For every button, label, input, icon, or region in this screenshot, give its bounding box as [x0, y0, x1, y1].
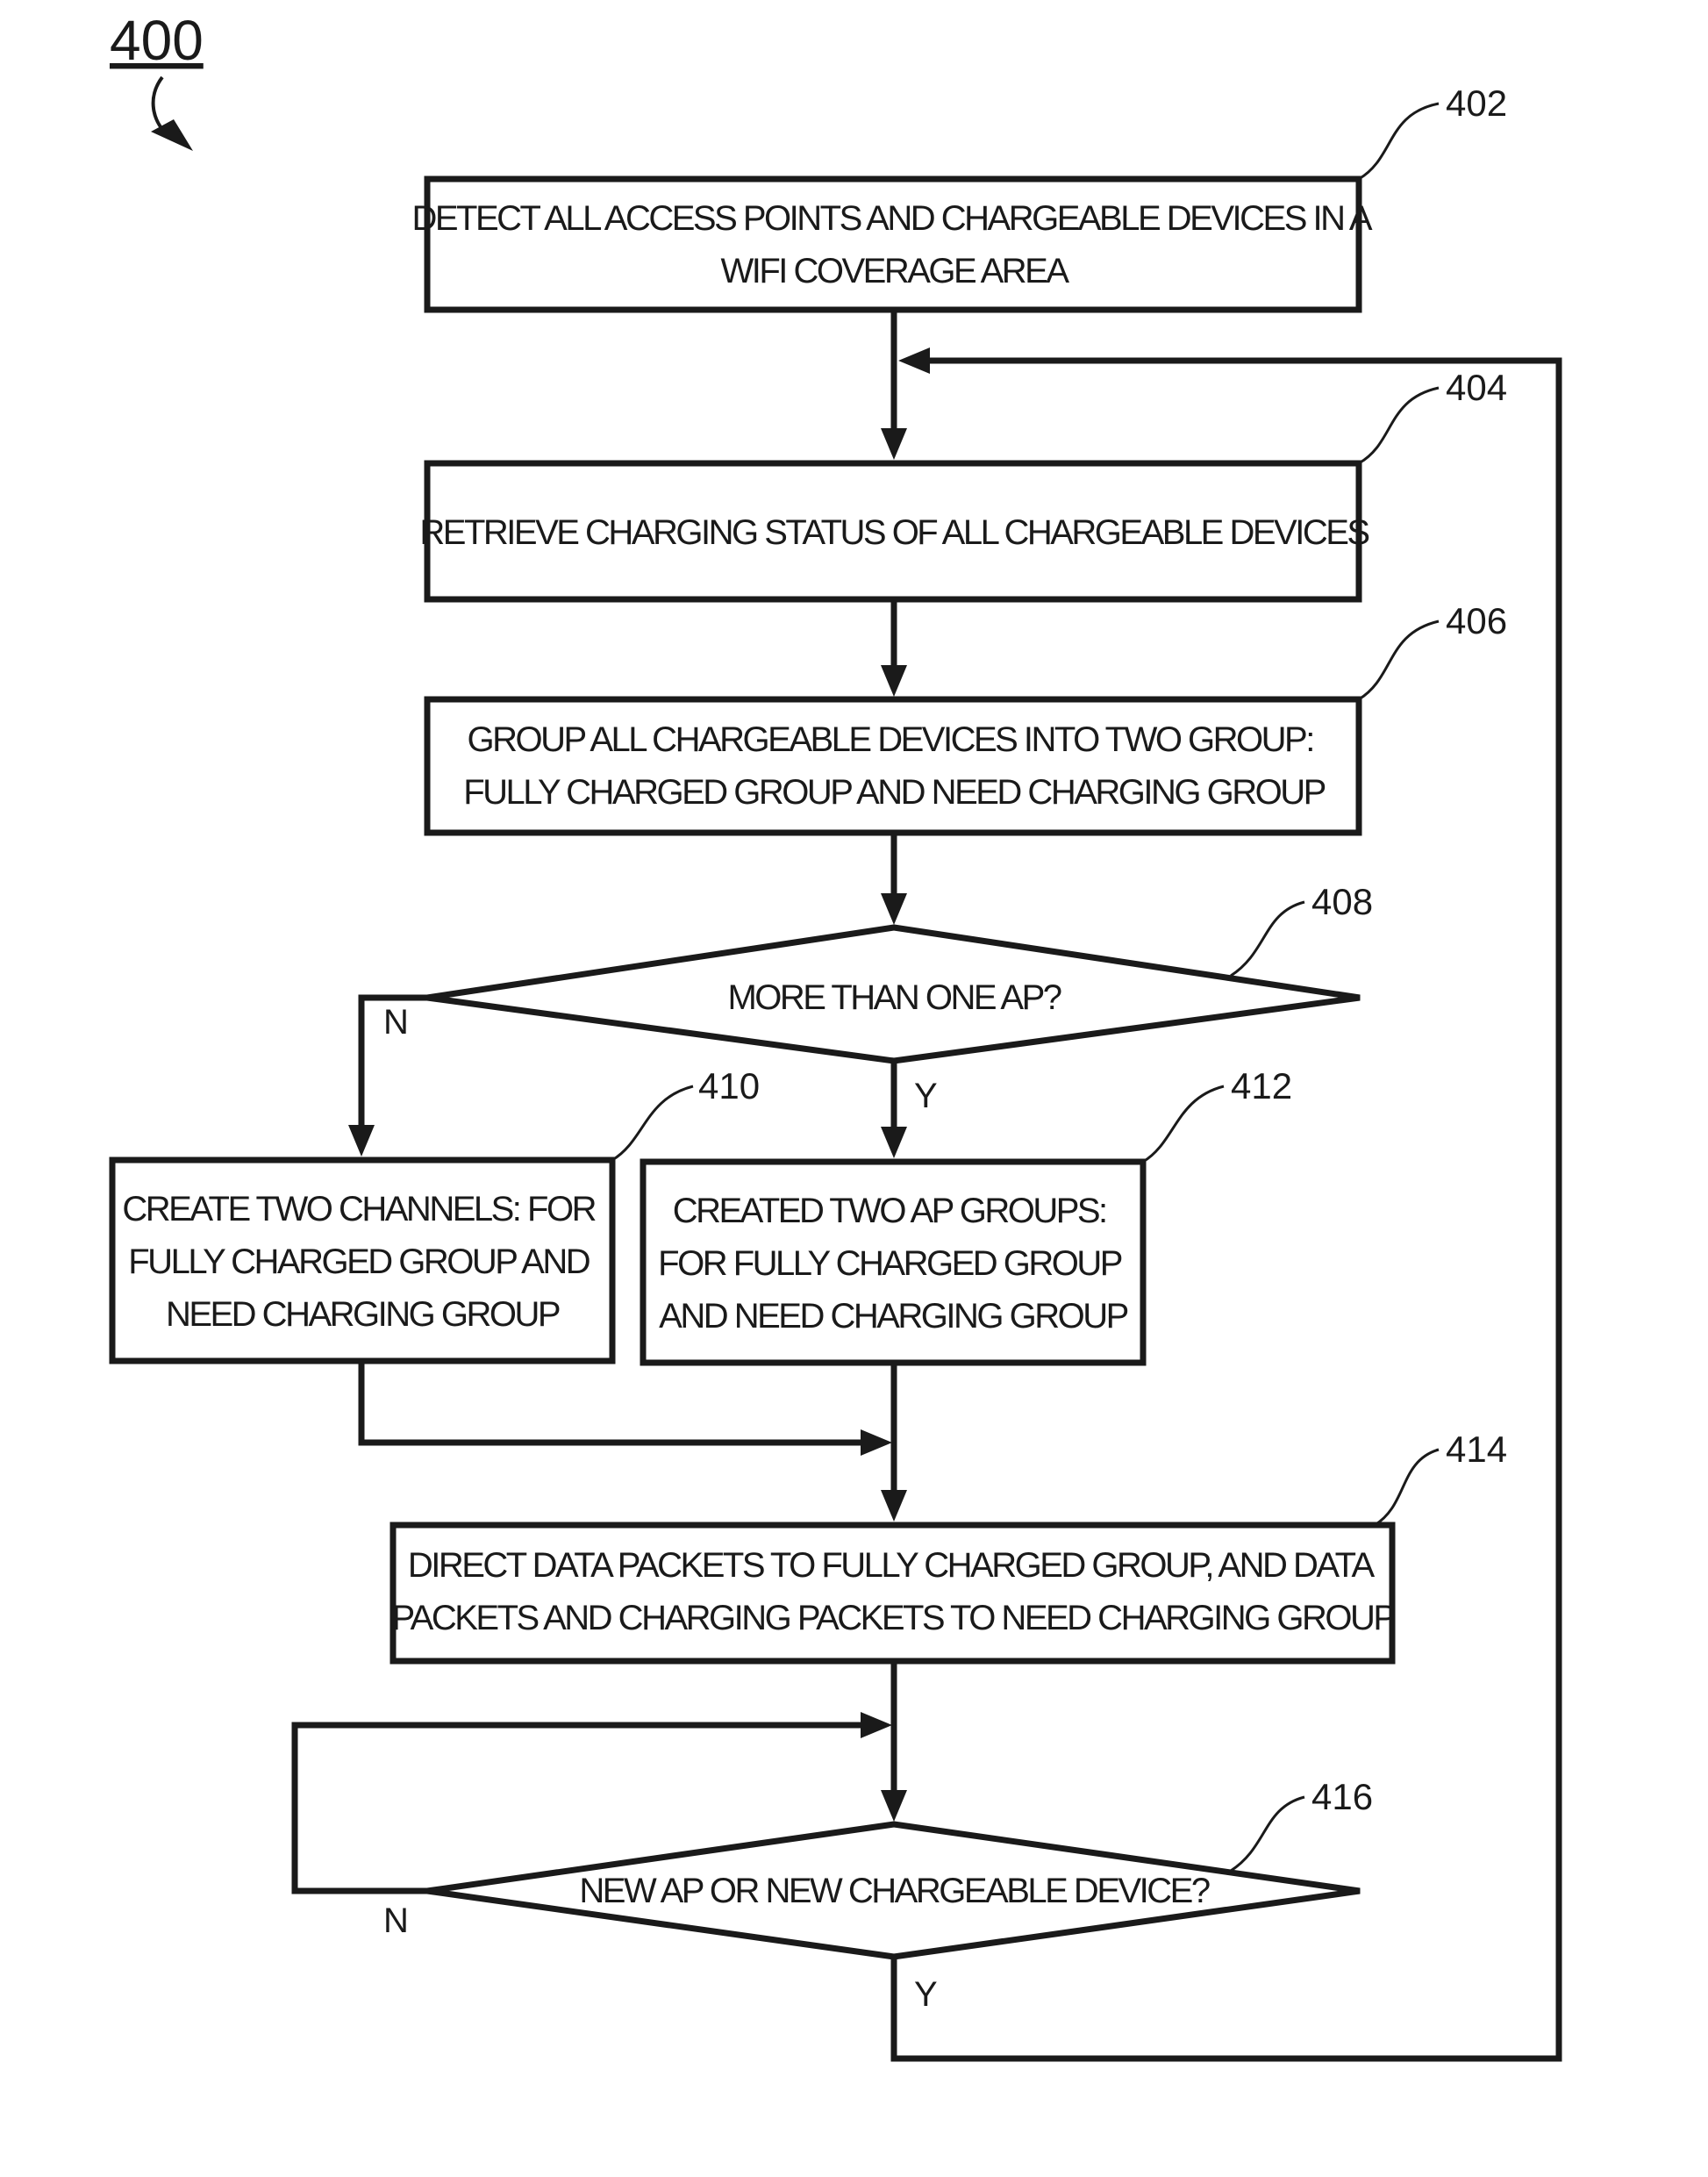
branch-408-no-label: N: [383, 1003, 409, 1042]
arrowhead-into-404: [881, 428, 907, 460]
ref-404: 404: [1446, 367, 1507, 408]
decision-408-text: MORE THAN ONE AP?: [727, 978, 1061, 1017]
arrowhead-416-yes-loop: [898, 347, 930, 374]
ref-408: 408: [1311, 881, 1373, 922]
branch-416-yes-label: Y: [914, 1975, 938, 2014]
step-402-line-1: DETECT ALL ACCESS POINTS AND CHARGEABLE …: [411, 199, 1372, 238]
step-410-text: CREATE TWO CHANNELS: FOR FULLY CHARGED G…: [122, 1190, 602, 1334]
arrowhead-into-414: [881, 1490, 907, 1522]
step-414-line-2: PACKETS AND CHARGING PACKETS TO NEED CHA…: [391, 1599, 1395, 1637]
step-406-line-1: GROUP ALL CHARGEABLE DEVICES INTO TWO GR…: [468, 720, 1313, 759]
step-404-line-1: RETRIEVE CHARGING STATUS OF ALL CHARGEAB…: [419, 513, 1369, 552]
arrowhead-into-416: [881, 1790, 907, 1822]
arrowhead-into-412: [881, 1127, 907, 1158]
step-410-line-3: NEED CHARGING GROUP: [166, 1295, 560, 1334]
figure-label: 400: [110, 9, 204, 72]
step-412-line-3: AND NEED CHARGING GROUP: [659, 1297, 1127, 1336]
arrowhead-416-no-loop: [861, 1712, 892, 1738]
ref-416: 416: [1311, 1776, 1373, 1817]
leader-416: [1231, 1797, 1304, 1871]
ref-414: 414: [1446, 1429, 1507, 1470]
ref-410: 410: [698, 1065, 760, 1106]
ref-402: 402: [1446, 82, 1507, 124]
leader-412: [1143, 1086, 1224, 1162]
step-406-box: [427, 699, 1359, 833]
decision-416-line-1: NEW AP OR NEW CHARGEABLE DEVICE?: [579, 1872, 1209, 1910]
ref-406: 406: [1446, 600, 1507, 641]
ref-412: 412: [1231, 1065, 1292, 1106]
leader-414: [1375, 1450, 1439, 1525]
branch-416-no-label: N: [383, 1901, 409, 1940]
leader-406: [1359, 621, 1439, 699]
step-412-line-1: CREATED TWO AP GROUPS:: [673, 1192, 1106, 1230]
decision-408-line-1: MORE THAN ONE AP?: [727, 978, 1061, 1017]
step-410-line-2: FULLY CHARGED GROUP AND: [128, 1242, 589, 1281]
step-412-line-2: FOR FULLY CHARGED GROUP: [658, 1244, 1122, 1283]
step-412-text: CREATED TWO AP GROUPS: FOR FULLY CHARGED…: [658, 1192, 1128, 1336]
arrowhead-410-merge: [861, 1429, 892, 1456]
step-402-line-2: WIFI COVERAGE AREA: [720, 252, 1069, 290]
arrowhead-into-406: [881, 665, 907, 697]
decision-416-text: NEW AP OR NEW CHARGEABLE DEVICE?: [579, 1872, 1209, 1910]
edge-410-to-merge: [361, 1361, 864, 1443]
leader-404: [1359, 388, 1439, 463]
leader-402: [1359, 104, 1439, 179]
branch-408-yes-label: Y: [914, 1077, 938, 1115]
leader-410: [612, 1086, 693, 1160]
arrowhead-into-408: [881, 893, 907, 925]
step-406-line-2: FULLY CHARGED GROUP AND NEED CHARGING GR…: [463, 773, 1325, 812]
step-404-text: RETRIEVE CHARGING STATUS OF ALL CHARGEAB…: [419, 513, 1369, 552]
arrowhead-into-410: [348, 1125, 375, 1157]
leader-408: [1231, 902, 1304, 976]
step-414-line-1: DIRECT DATA PACKETS TO FULLY CHARGED GRO…: [408, 1546, 1376, 1585]
step-410-line-1: CREATE TWO CHANNELS: FOR: [122, 1190, 596, 1228]
